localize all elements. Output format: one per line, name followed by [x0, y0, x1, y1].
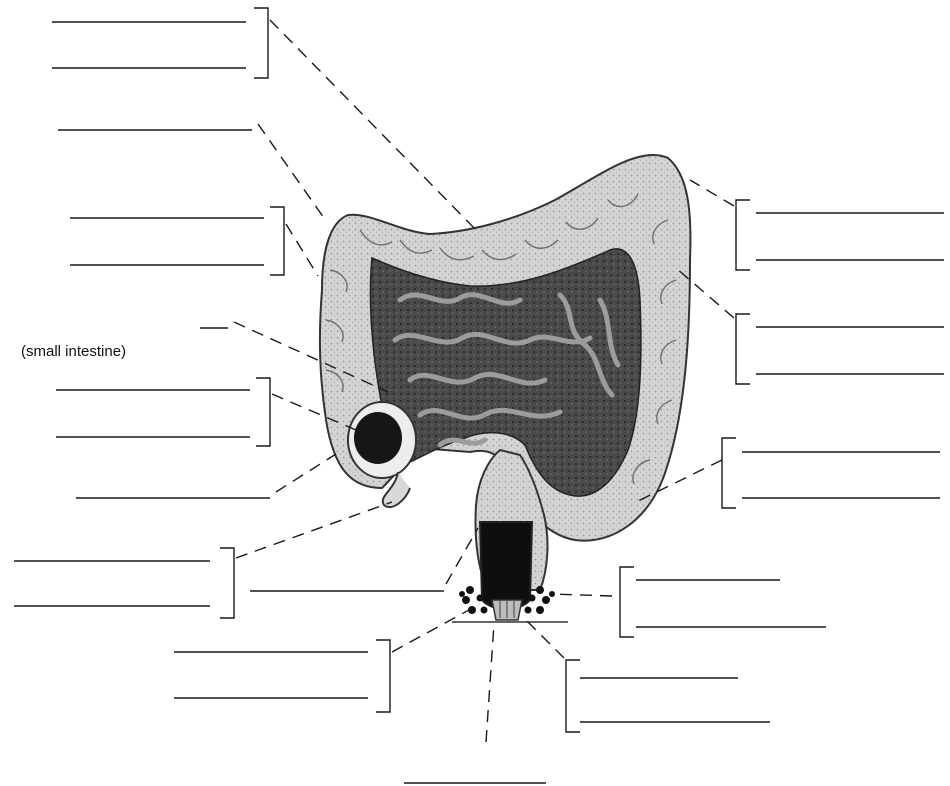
bracket: [254, 8, 268, 78]
bracket: [566, 660, 580, 732]
small-intestine-label: (small intestine): [21, 343, 126, 360]
bracket: [736, 200, 750, 270]
bracket: [722, 438, 736, 508]
leader-line: [446, 528, 478, 584]
bracket: [736, 314, 750, 384]
leader-line: [550, 594, 612, 596]
bracket: [256, 378, 270, 446]
leader-line: [236, 502, 392, 558]
bracket: [270, 207, 284, 275]
ileocecal-opening: [354, 412, 402, 464]
bracket: [620, 567, 634, 637]
leader-line: [258, 124, 324, 218]
rectum: [480, 522, 532, 609]
bracket: [376, 640, 390, 712]
leader-line: [276, 454, 336, 492]
bracket: [220, 548, 234, 618]
colon-illustration: [320, 155, 691, 622]
leader-line: [270, 20, 478, 232]
leader-line: [392, 604, 480, 652]
leader-line: [690, 180, 734, 206]
leader-line: [526, 620, 564, 658]
leader-line: [486, 624, 494, 742]
leader-line: [286, 224, 318, 276]
